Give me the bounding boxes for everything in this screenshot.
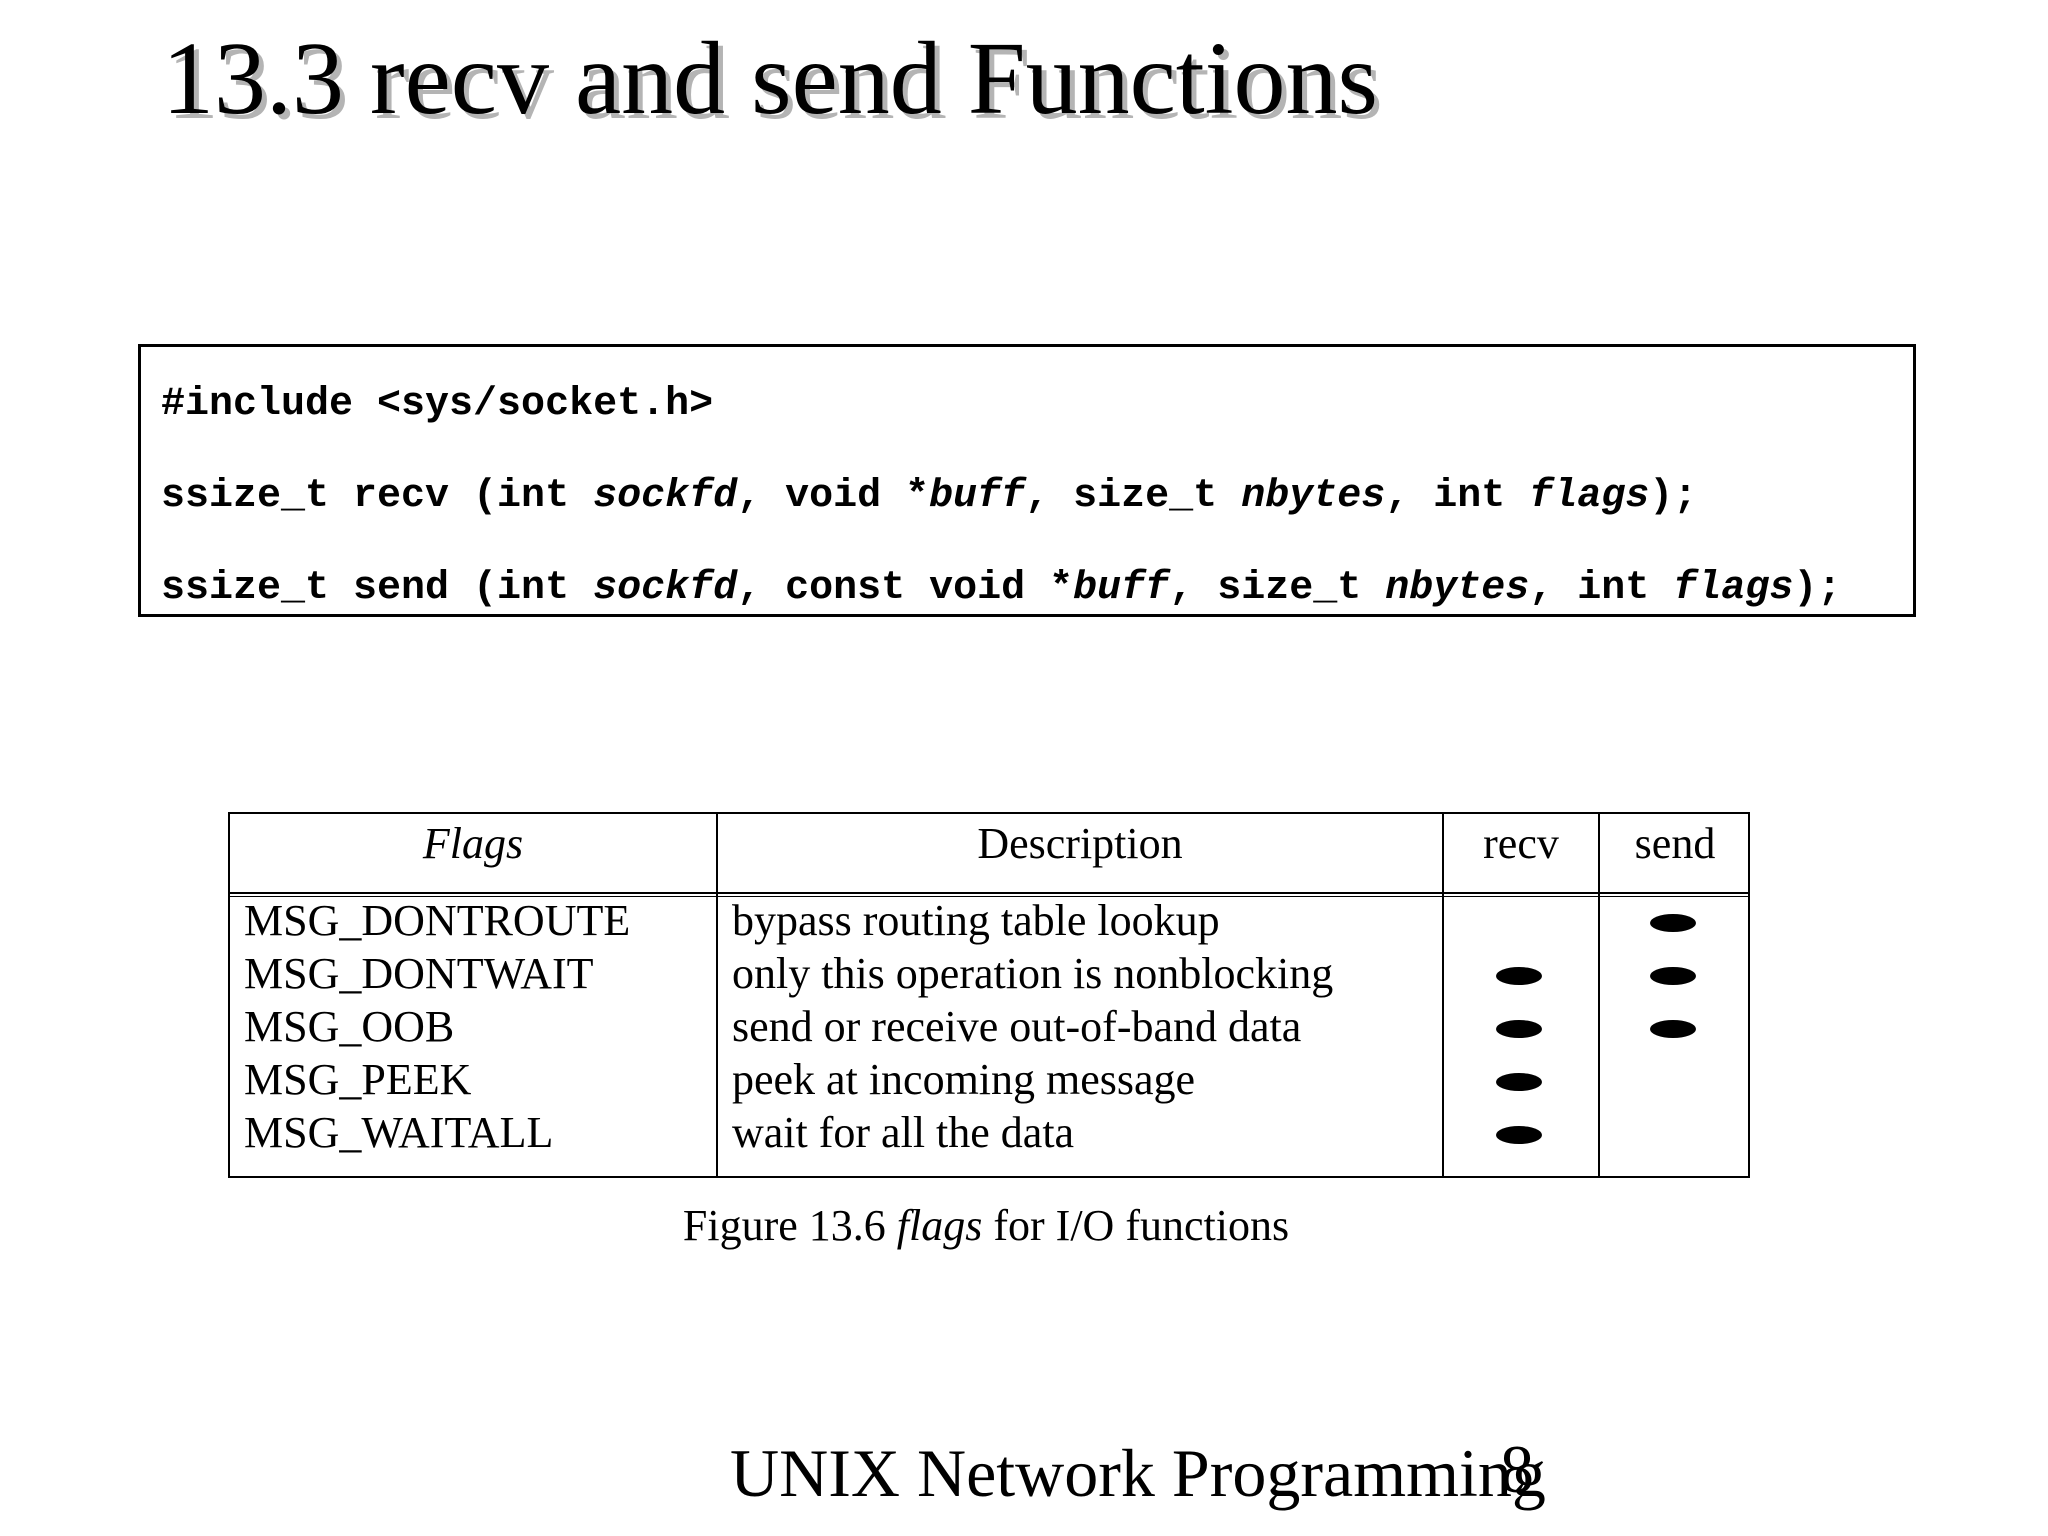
recv-supported-mark	[1496, 1073, 1542, 1091]
recv-proto-part: , size_t	[1025, 474, 1242, 519]
send-prototype: ssize_t send (int sockfd, const void *bu…	[161, 569, 1841, 609]
header-recv: recv	[1483, 819, 1559, 868]
send-proto-part: , size_t	[1169, 566, 1386, 611]
flags-table: Flags Description recv send MSG_DONTROUT…	[228, 812, 1750, 1178]
column-divider	[1442, 814, 1444, 1176]
description-cell: peek at incoming message	[732, 1055, 1196, 1104]
caption-suffix: for I/O functions	[982, 1201, 1290, 1250]
column-divider	[716, 814, 718, 1176]
description-cell: wait for all the data	[732, 1108, 1075, 1157]
caption-italic: flags	[896, 1201, 983, 1250]
recv-arg-buff: buff	[929, 474, 1026, 519]
recv-supported-mark	[1496, 1126, 1542, 1144]
send-proto-part: , const void *	[737, 566, 1074, 611]
page-number: 8	[1500, 1431, 1534, 1507]
flag-name-cell: MSG_PEEK	[244, 1055, 472, 1104]
send-arg-nbytes: nbytes	[1385, 566, 1530, 611]
send-arg-flags: flags	[1673, 566, 1794, 611]
flag-name-cell: MSG_OOB	[244, 1002, 455, 1051]
send-proto-part: , int	[1529, 566, 1674, 611]
header-send: send	[1634, 819, 1716, 868]
send-proto-part: ssize_t send (int	[161, 566, 594, 611]
send-supported-mark	[1650, 914, 1696, 932]
send-supported-mark	[1650, 967, 1696, 985]
caption-prefix: Figure 13.6	[682, 1201, 897, 1250]
flag-name-cell: MSG_DONTWAIT	[244, 949, 594, 998]
slide-title: 13.3 recv and send Functions	[162, 21, 1379, 136]
recv-proto-part: );	[1649, 474, 1698, 519]
header-divider	[230, 892, 1748, 897]
flag-name-cell: MSG_WAITALL	[244, 1108, 554, 1157]
recv-prototype: ssize_t recv (int sockfd, void *buff, si…	[161, 477, 1697, 517]
header-description: Description	[977, 819, 1183, 868]
recv-proto-part: ssize_t recv (int	[161, 474, 594, 519]
flag-name-cell: MSG_DONTROUTE	[244, 896, 631, 945]
recv-arg-nbytes: nbytes	[1241, 474, 1386, 519]
recv-supported-mark	[1496, 967, 1542, 985]
send-proto-part: );	[1793, 566, 1842, 611]
send-arg-sockfd: sockfd	[593, 566, 738, 611]
send-arg-buff: buff	[1073, 566, 1170, 611]
description-cell: bypass routing table lookup	[732, 896, 1220, 945]
figure-caption: Figure 13.6 flags for I/O functions	[0, 1200, 1972, 1253]
recv-supported-mark	[1496, 1020, 1542, 1038]
header-flags: Flags	[422, 819, 524, 868]
include-line: #include <sys/socket.h>	[161, 382, 714, 427]
footer-text: UNIX Network Programming	[730, 1435, 1546, 1511]
column-divider	[1598, 814, 1600, 1176]
recv-arg-flags: flags	[1529, 474, 1650, 519]
description-cell: send or receive out-of-band data	[732, 1002, 1302, 1051]
send-supported-mark	[1650, 1020, 1696, 1038]
function-prototype-box: #include <sys/socket.h> ssize_t recv (in…	[138, 344, 1916, 617]
recv-proto-part: , void *	[737, 474, 930, 519]
description-cell: only this operation is nonblocking	[732, 949, 1334, 998]
recv-arg-sockfd: sockfd	[593, 474, 738, 519]
recv-proto-part: , int	[1385, 474, 1530, 519]
